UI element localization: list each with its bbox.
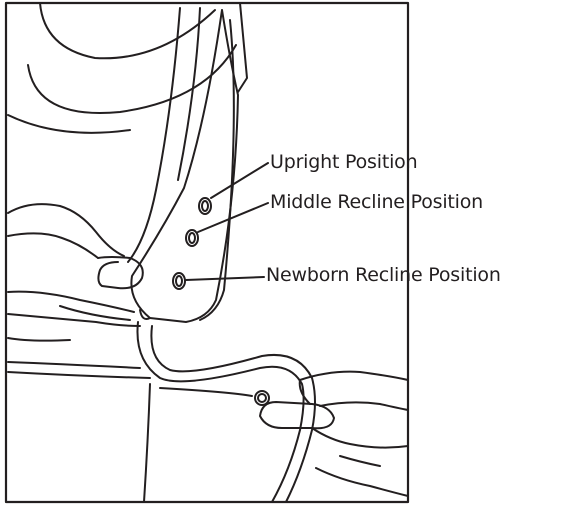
seat-cushion — [8, 362, 252, 502]
stroller-frame-tube — [137, 322, 315, 502]
hand-left-icon — [8, 204, 143, 341]
release-button-icon — [255, 391, 269, 405]
hand-right-icon — [260, 372, 408, 496]
label-upright-position: Upright Position — [270, 151, 417, 173]
recline-hole-newborn — [173, 273, 185, 289]
recline-hole-middle — [186, 230, 198, 246]
seat-fabric — [8, 3, 247, 133]
recline-hole-upright — [199, 198, 211, 214]
leader-line-upright — [211, 163, 268, 198]
label-newborn-recline-position: Newborn Recline Position — [266, 264, 501, 286]
label-middle-recline-position: Middle Recline Position — [270, 191, 483, 213]
